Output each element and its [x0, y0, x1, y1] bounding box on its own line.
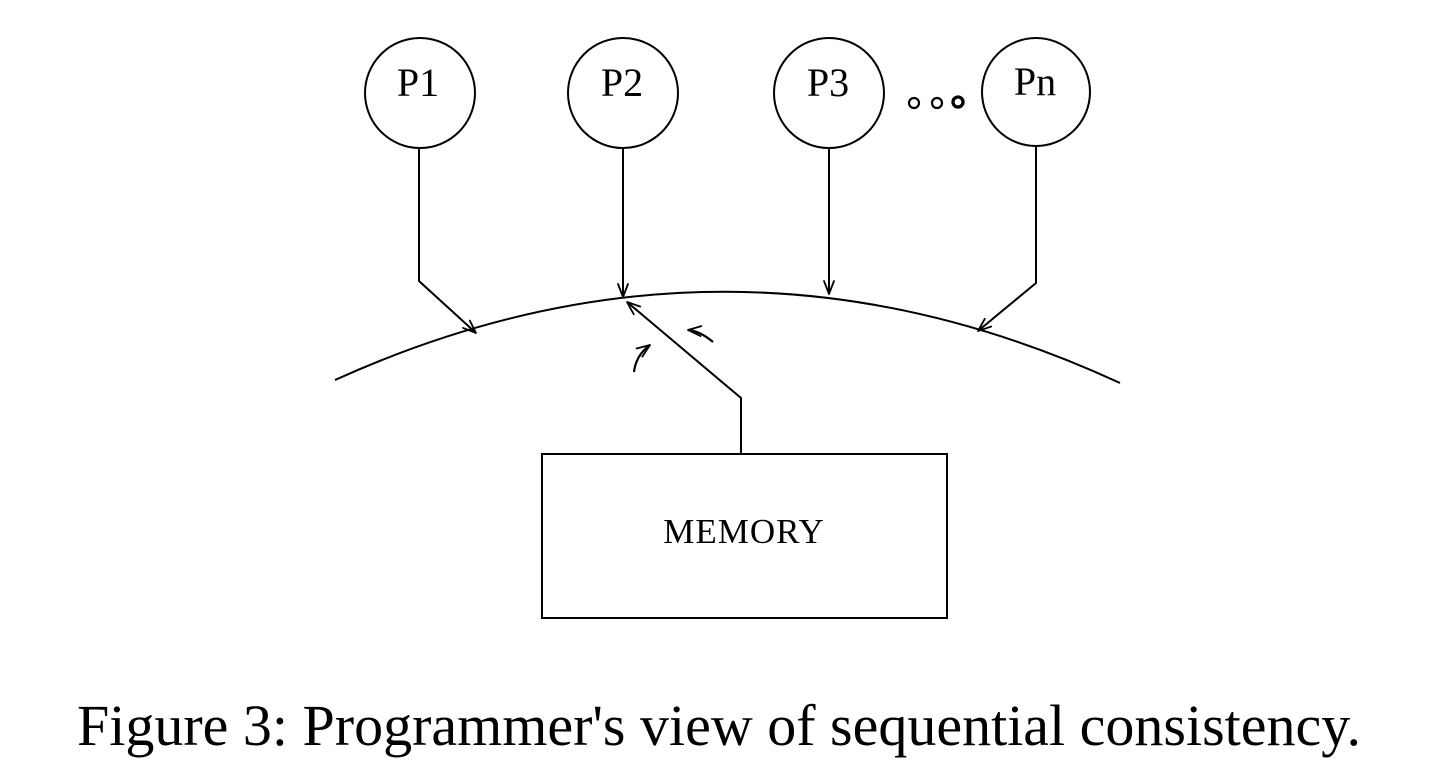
p1-to-switch-arrow: [418, 148, 477, 334]
processor-node-pn: Pn: [981, 37, 1091, 147]
processor-node-p2: P2: [567, 37, 679, 149]
p1-label: P1: [397, 60, 439, 105]
ellipsis-dot: [930, 96, 944, 110]
processor-node-p3: P3: [773, 37, 885, 149]
memory-label: MEMORY: [663, 512, 825, 551]
ellipsis-dot: [951, 95, 965, 109]
memory-switch-lever-arrow: [626, 301, 742, 454]
memory-box: [541, 453, 948, 619]
p3-label: P3: [807, 60, 849, 105]
ellipsis-dots: [907, 95, 965, 110]
figure-caption: Figure 3: Programmer's view of sequentia…: [76, 693, 1361, 758]
switch-arc: [334, 290, 1121, 384]
p2-label: P2: [601, 60, 643, 105]
processor-node-p1: P1: [364, 37, 476, 149]
switch-rotation-arrow-left: [687, 325, 714, 343]
ellipsis-dot: [907, 96, 921, 110]
pn-label: Pn: [1014, 59, 1056, 104]
pn-to-switch-arrow: [977, 146, 1037, 332]
sequential-consistency-diagram: P1 P2 P3 Pn: [334, 37, 1121, 619]
switch-rotation-arrow-up: [632, 344, 651, 373]
memory-node: MEMORY: [541, 453, 948, 619]
